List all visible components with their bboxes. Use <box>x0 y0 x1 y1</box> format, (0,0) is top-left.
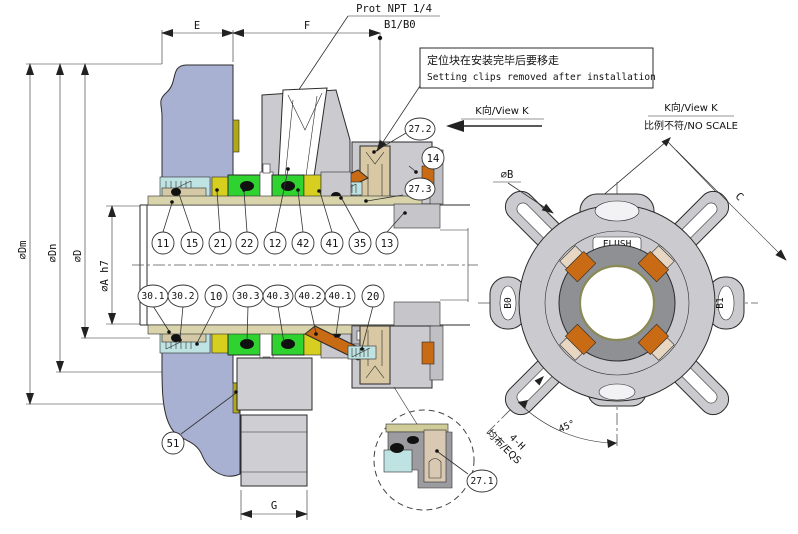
seal-row-upper <box>147 163 441 229</box>
flush-label: FLUSH <box>603 239 632 250</box>
pump-housing-lower <box>161 329 241 477</box>
top-dimensions: E F B1/B0 Prot NPT 1/4 <box>161 3 440 148</box>
balloon-30-3: 30.3 <box>232 284 264 308</box>
section-view: ∅Dm ∅Dn ∅D ∅A h7 E F B1/B0 Prot NPT 1/4 <box>17 3 478 520</box>
balloon-40-1: 40.1 <box>324 284 356 308</box>
svg-text:35: 35 <box>354 238 367 250</box>
shaft-bore <box>578 264 656 342</box>
balloon-27-3: 27.3 <box>404 177 436 201</box>
drive-collar-lower <box>393 301 441 327</box>
balloon-21: 21 <box>208 231 232 255</box>
balloons-right: 27.2 14 27.3 <box>364 117 445 203</box>
gasket-upper <box>232 119 240 153</box>
svg-text:20: 20 <box>367 291 380 303</box>
balloon-40-2: 40.2 <box>294 284 326 308</box>
label-prot-npt: Prot NPT 1/4 <box>356 3 432 15</box>
dim-phi-b: ∅B <box>493 169 554 214</box>
svg-text:10: 10 <box>210 291 223 303</box>
svg-text:30.1: 30.1 <box>142 291 165 302</box>
svg-text:22: 22 <box>241 238 254 250</box>
svg-text:51: 51 <box>167 438 180 450</box>
balloon-30-1: 30.1 <box>137 284 169 308</box>
svg-text:30.3: 30.3 <box>237 291 260 302</box>
balloon-51: 51 <box>161 390 238 455</box>
dim-g: G <box>271 500 277 512</box>
svg-text:∅B: ∅B <box>501 169 514 181</box>
svg-text:41: 41 <box>326 238 339 250</box>
svg-text:40.1: 40.1 <box>329 291 352 302</box>
pump-housing-upper <box>160 64 234 201</box>
view-k-title: K向/View K <box>664 101 718 114</box>
note-box: 定位块在安装完毕后要移走 Setting clips removed after… <box>376 47 656 152</box>
label-b1-b0: B1/B0 <box>384 19 416 31</box>
svg-text:45°: 45° <box>557 418 577 435</box>
balloon-15: 15 <box>180 231 204 255</box>
view-dir-arrow <box>446 120 464 132</box>
balloon-27-2: 27.2 <box>404 117 436 141</box>
balloon-40-3: 40.3 <box>262 284 294 308</box>
balloon-30-2: 30.2 <box>167 284 199 308</box>
view-dir-label: K向/View K <box>475 104 529 117</box>
svg-text:13: 13 <box>381 238 394 250</box>
note-text-cn: 定位块在安装完毕后要移走 <box>427 53 559 67</box>
view-k: K向/View K 比例不符/NO SCALE FLUSH B0 B1 ∅B <box>478 101 787 467</box>
svg-text:30.2: 30.2 <box>172 291 195 302</box>
dim-phi-a-h7: ∅A h7 <box>99 260 111 292</box>
balloon-35: 35 <box>348 231 372 255</box>
dim-phi-dn: ∅Dn <box>47 244 59 263</box>
balloon-11: 11 <box>151 231 175 255</box>
svg-text:40.3: 40.3 <box>267 291 290 302</box>
svg-text:27.2: 27.2 <box>409 124 432 135</box>
svg-text:11: 11 <box>157 238 170 250</box>
svg-text:15: 15 <box>186 238 199 250</box>
svg-text:21: 21 <box>214 238 227 250</box>
shaft-sleeve-upper <box>147 195 423 206</box>
balloons-lower: 30.1 30.2 10 30.3 40.3 40.2 40.1 20 <box>137 284 385 351</box>
gland-flange-bottom: G <box>236 357 313 520</box>
port-b1-label: B1 <box>715 297 726 309</box>
balloon-42: 42 <box>291 231 315 255</box>
note-text-en: Setting clips removed after installation <box>427 72 656 83</box>
svg-text:14: 14 <box>427 153 440 165</box>
balloon-10: 10 <box>204 284 228 308</box>
svg-text:27.3: 27.3 <box>409 184 432 195</box>
balloon-12: 12 <box>263 231 287 255</box>
svg-text:27.1: 27.1 <box>471 476 494 487</box>
setting-clips <box>559 245 675 361</box>
balloons-upper: 11 15 21 22 12 42 41 35 13 <box>151 167 407 255</box>
svg-text:12: 12 <box>269 238 282 250</box>
svg-text:40.2: 40.2 <box>299 291 322 302</box>
view-direction-indicator: K向/View K <box>446 104 544 132</box>
dim-f: F <box>304 20 310 32</box>
port-b0-label: B0 <box>503 297 514 309</box>
balloon-41: 41 <box>320 231 344 255</box>
balloon-14: 14 <box>421 146 445 170</box>
detail-view: 27.1 <box>373 386 498 511</box>
dim-phi-dm: ∅Dm <box>17 241 29 260</box>
view-k-scale: 比例不符/NO SCALE <box>644 119 738 132</box>
dim-e: E <box>194 20 200 32</box>
svg-text:C: C <box>733 190 746 203</box>
balloon-20: 20 <box>361 284 385 308</box>
dim-phi-d: ∅D <box>72 250 84 263</box>
balloon-13: 13 <box>375 231 399 255</box>
diameter-dimensions: ∅Dm ∅Dn ∅D ∅A h7 <box>17 63 238 405</box>
balloon-22: 22 <box>235 231 259 255</box>
svg-text:42: 42 <box>297 238 310 250</box>
balloon-27-1: 27.1 <box>435 449 498 493</box>
